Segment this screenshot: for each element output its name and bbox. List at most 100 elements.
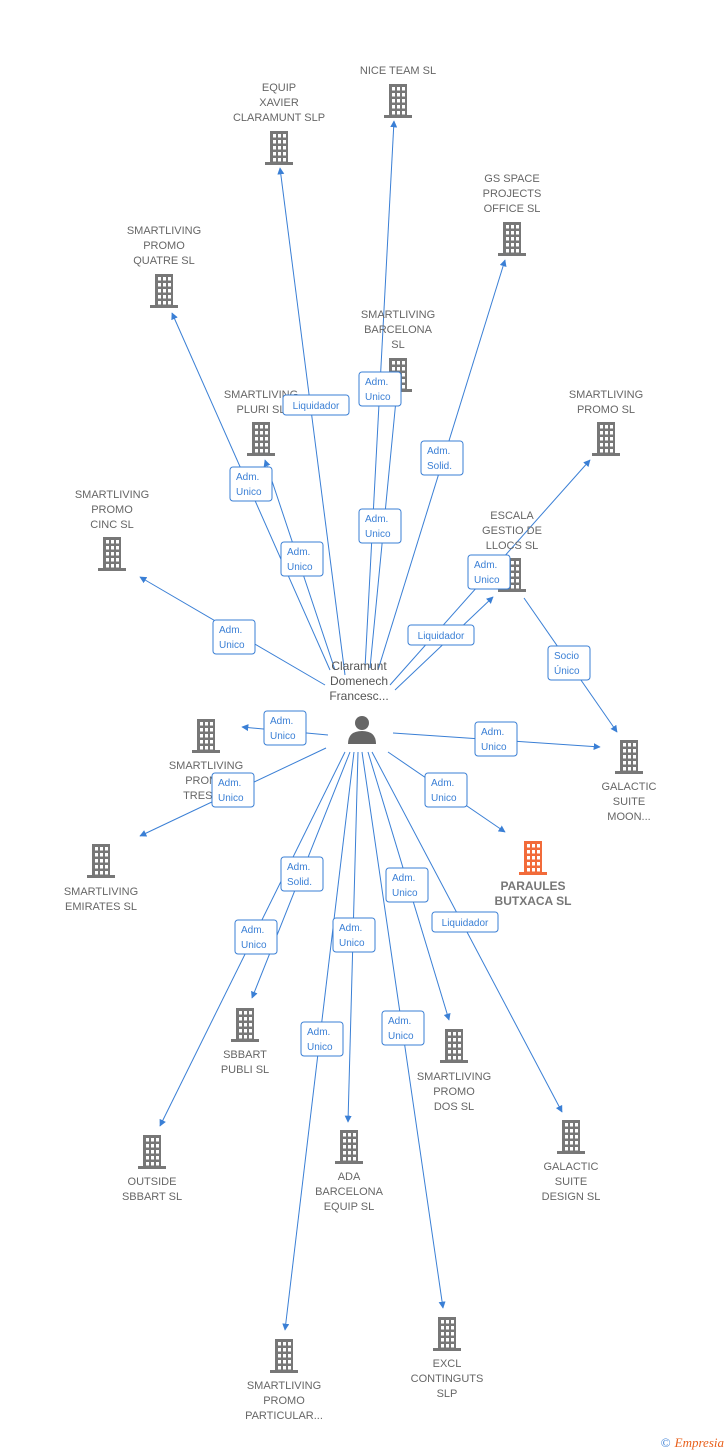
edge-label-text: Unico xyxy=(474,575,500,586)
company-label: SMARTLIVING xyxy=(417,1071,491,1083)
edge-label-nice[interactable]: Adm.Unico xyxy=(358,371,402,407)
edge-label-text: Unico xyxy=(270,731,296,742)
company-label: GS SPACE xyxy=(484,173,539,185)
building-icon[interactable] xyxy=(519,841,547,875)
edge-label-box xyxy=(547,645,591,681)
building-icon[interactable] xyxy=(440,1029,468,1063)
company-label: PLURI SL xyxy=(237,404,286,416)
company-node-particular[interactable]: SMARTLIVING PROMO PARTICULAR... xyxy=(245,1339,323,1422)
edge-label-text: Unico xyxy=(307,1042,333,1053)
edge-label-quatre[interactable]: Adm.Unico xyxy=(229,466,273,502)
brand-logo[interactable]: Empresia xyxy=(674,1435,724,1450)
building-icon[interactable] xyxy=(498,222,526,256)
edge-label-promo[interactable]: Liquidador xyxy=(407,624,475,646)
edge-label-equip[interactable]: Liquidador xyxy=(282,394,350,416)
edge-label-escala[interactable]: Adm. Unico xyxy=(467,554,511,590)
company-label: GESTIO DE xyxy=(482,525,542,537)
edge-label-box xyxy=(263,710,307,746)
edge-label-emirates[interactable]: Adm.Unico xyxy=(211,772,255,808)
company-label: ADA xyxy=(338,1171,361,1183)
edge-label-text: Adm. xyxy=(474,560,497,571)
building-icon[interactable] xyxy=(433,1317,461,1351)
building-icon[interactable] xyxy=(265,131,293,165)
building-icon[interactable] xyxy=(592,422,620,456)
edge-label-barcelona[interactable]: Adm.Unico xyxy=(358,508,402,544)
edge-label-text: Solid. xyxy=(287,877,312,888)
edge-label-outside[interactable]: Adm.Unico xyxy=(234,919,278,955)
edge-label-text: Unico xyxy=(339,938,365,949)
company-label: SMARTLIVING xyxy=(247,1380,321,1392)
edge-label-ada[interactable]: Adm.Unico xyxy=(332,917,376,953)
edge-label-particular[interactable]: Adm.Unico xyxy=(300,1021,344,1057)
company-label: MOON... xyxy=(607,811,650,823)
edge-label-paraules[interactable]: Adm.Unico xyxy=(424,772,468,808)
edge-label-excl[interactable]: Adm.Unico xyxy=(381,1010,425,1046)
edge-label-moon[interactable]: Adm.Unico xyxy=(474,721,518,757)
edge-label-gsspace[interactable]: Adm.Solid. xyxy=(420,440,464,476)
edge-label-box xyxy=(300,1021,344,1057)
company-label: CONTINGUTS xyxy=(411,1373,484,1385)
building-icon[interactable] xyxy=(557,1120,585,1154)
edge-label-tres[interactable]: Adm.Unico xyxy=(263,710,307,746)
building-icon[interactable] xyxy=(138,1135,166,1169)
company-label: PUBLI SL xyxy=(221,1064,269,1076)
company-node-nice[interactable]: NICE TEAM SL xyxy=(360,65,436,118)
person-label: Claramunt xyxy=(331,659,387,673)
building-icon[interactable] xyxy=(384,84,412,118)
edge-label-text: Adm. xyxy=(365,514,388,525)
footer: ©Empresia xyxy=(661,1435,724,1451)
building-icon[interactable] xyxy=(192,719,220,753)
edge-label-box xyxy=(407,624,475,646)
edge-label-box xyxy=(385,867,429,903)
building-icon[interactable] xyxy=(231,1008,259,1042)
company-node-sbbart[interactable]: SBBART PUBLI SL xyxy=(221,1008,269,1076)
edge-label-text: Liquidador xyxy=(418,631,465,642)
company-label: QUATRE SL xyxy=(133,255,195,267)
company-label: PROMO xyxy=(263,1395,305,1407)
building-icon[interactable] xyxy=(335,1130,363,1164)
edge-label-dos[interactable]: Adm.Unico xyxy=(385,867,429,903)
edge-label-pluri[interactable]: Adm.Unico xyxy=(280,541,324,577)
edge-label-sbbart[interactable]: Adm.Solid. xyxy=(280,856,324,892)
person-node[interactable]: ClaramuntDomenechFrancesc... xyxy=(329,659,389,744)
company-label: PARTICULAR... xyxy=(245,1410,323,1422)
company-label: PROJECTS xyxy=(483,188,542,200)
edge-label-text: Socio xyxy=(554,651,579,662)
edge-label-text: Liquidador xyxy=(442,918,489,929)
company-label: SBBART SL xyxy=(122,1191,182,1203)
building-icon[interactable] xyxy=(615,740,643,774)
edge-label-box xyxy=(358,508,402,544)
company-label: SUITE xyxy=(613,796,645,808)
building-icon[interactable] xyxy=(247,422,275,456)
company-label: DESIGN SL xyxy=(542,1191,601,1203)
company-label: SBBART xyxy=(223,1049,267,1061)
company-label: PROMO xyxy=(433,1086,475,1098)
company-label: EQUIP SL xyxy=(324,1201,375,1213)
company-label: SL xyxy=(391,339,404,351)
edge-label-cinc[interactable]: Adm.Unico xyxy=(212,619,256,655)
company-label: BUTXACA SL xyxy=(495,894,572,908)
edge-label-text: Unico xyxy=(219,640,245,651)
building-icon[interactable] xyxy=(150,274,178,308)
edge-label-box xyxy=(234,919,278,955)
building-icon[interactable] xyxy=(87,844,115,878)
edge-label-design[interactable]: Liquidador xyxy=(431,911,499,933)
building-icon[interactable] xyxy=(98,537,126,571)
company-node-moon[interactable]: GALACTICSUITEMOON... xyxy=(601,740,657,823)
building-icon[interactable] xyxy=(270,1339,298,1373)
